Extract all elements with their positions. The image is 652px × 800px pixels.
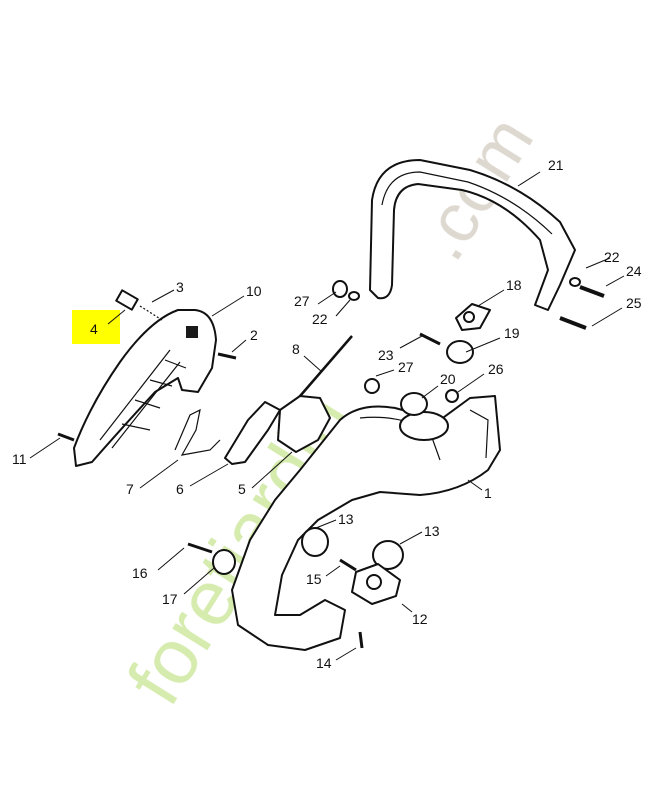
callout-16: 16	[132, 565, 148, 581]
callout-10: 10	[246, 283, 262, 299]
callout-3: 3	[176, 279, 184, 295]
part-nut-26	[445, 389, 459, 403]
part-buffer-20	[400, 392, 428, 416]
callout-labels: 4 3 10 2 11 7 6 5 8 21 22 24 25 18 19 20…	[12, 157, 642, 671]
callout-17: 17	[162, 591, 178, 607]
part-nut-27	[332, 280, 380, 394]
part-washer-22	[348, 277, 581, 301]
callout-26: 26	[488, 361, 504, 377]
part-screw-11	[57, 432, 75, 442]
part-lever-6	[224, 401, 281, 465]
part-spring-3	[139, 305, 163, 321]
callout-2: 2	[250, 327, 258, 343]
part-screw-16	[187, 542, 213, 554]
callout-8: 8	[292, 341, 300, 357]
part-bolt-24	[579, 285, 605, 298]
callout-13-right: 13	[424, 523, 440, 539]
callout-25: 25	[626, 295, 642, 311]
part-clamp-12	[351, 563, 401, 605]
part-trigger-5	[277, 395, 331, 453]
callout-22-right: 22	[604, 249, 620, 265]
part-spring-7	[174, 408, 221, 456]
callout-14: 14	[316, 655, 332, 671]
callout-13-left: 13	[338, 511, 354, 527]
callout-21: 21	[548, 157, 564, 173]
highlight-box	[72, 310, 120, 344]
callout-19: 19	[504, 325, 520, 341]
part-sleeve-4	[115, 289, 139, 311]
callout-4: 4	[90, 321, 98, 337]
callout-11: 11	[12, 451, 27, 467]
callout-7: 7	[126, 481, 134, 497]
part-screw-15	[339, 558, 357, 572]
part-screw-14	[358, 631, 364, 649]
leader-lines	[29, 171, 625, 661]
callout-12: 12	[412, 611, 428, 627]
callout-20: 20	[440, 371, 456, 387]
part-main-handle-1	[231, 395, 501, 651]
callout-27-mid: 27	[398, 359, 414, 375]
part-screw-23	[419, 332, 441, 346]
part-bracket-18	[455, 303, 491, 331]
part-bolt-25	[559, 316, 587, 330]
callout-27-top: 27	[294, 293, 310, 309]
part-screw-2	[217, 352, 237, 360]
callout-15: 15	[306, 571, 322, 587]
callout-23: 23	[378, 347, 394, 363]
callout-18: 18	[506, 277, 522, 293]
callout-24: 24	[626, 263, 642, 279]
part-handguard-10	[73, 309, 217, 467]
callout-6: 6	[176, 481, 184, 497]
part-buffer-17	[212, 549, 236, 575]
callout-5: 5	[238, 481, 246, 497]
part-handlebar-21	[369, 159, 576, 311]
part-buffer-19	[446, 340, 474, 364]
callout-1: 1	[484, 485, 492, 501]
part-buffer-13	[301, 527, 404, 570]
callout-22-left: 22	[312, 311, 328, 327]
